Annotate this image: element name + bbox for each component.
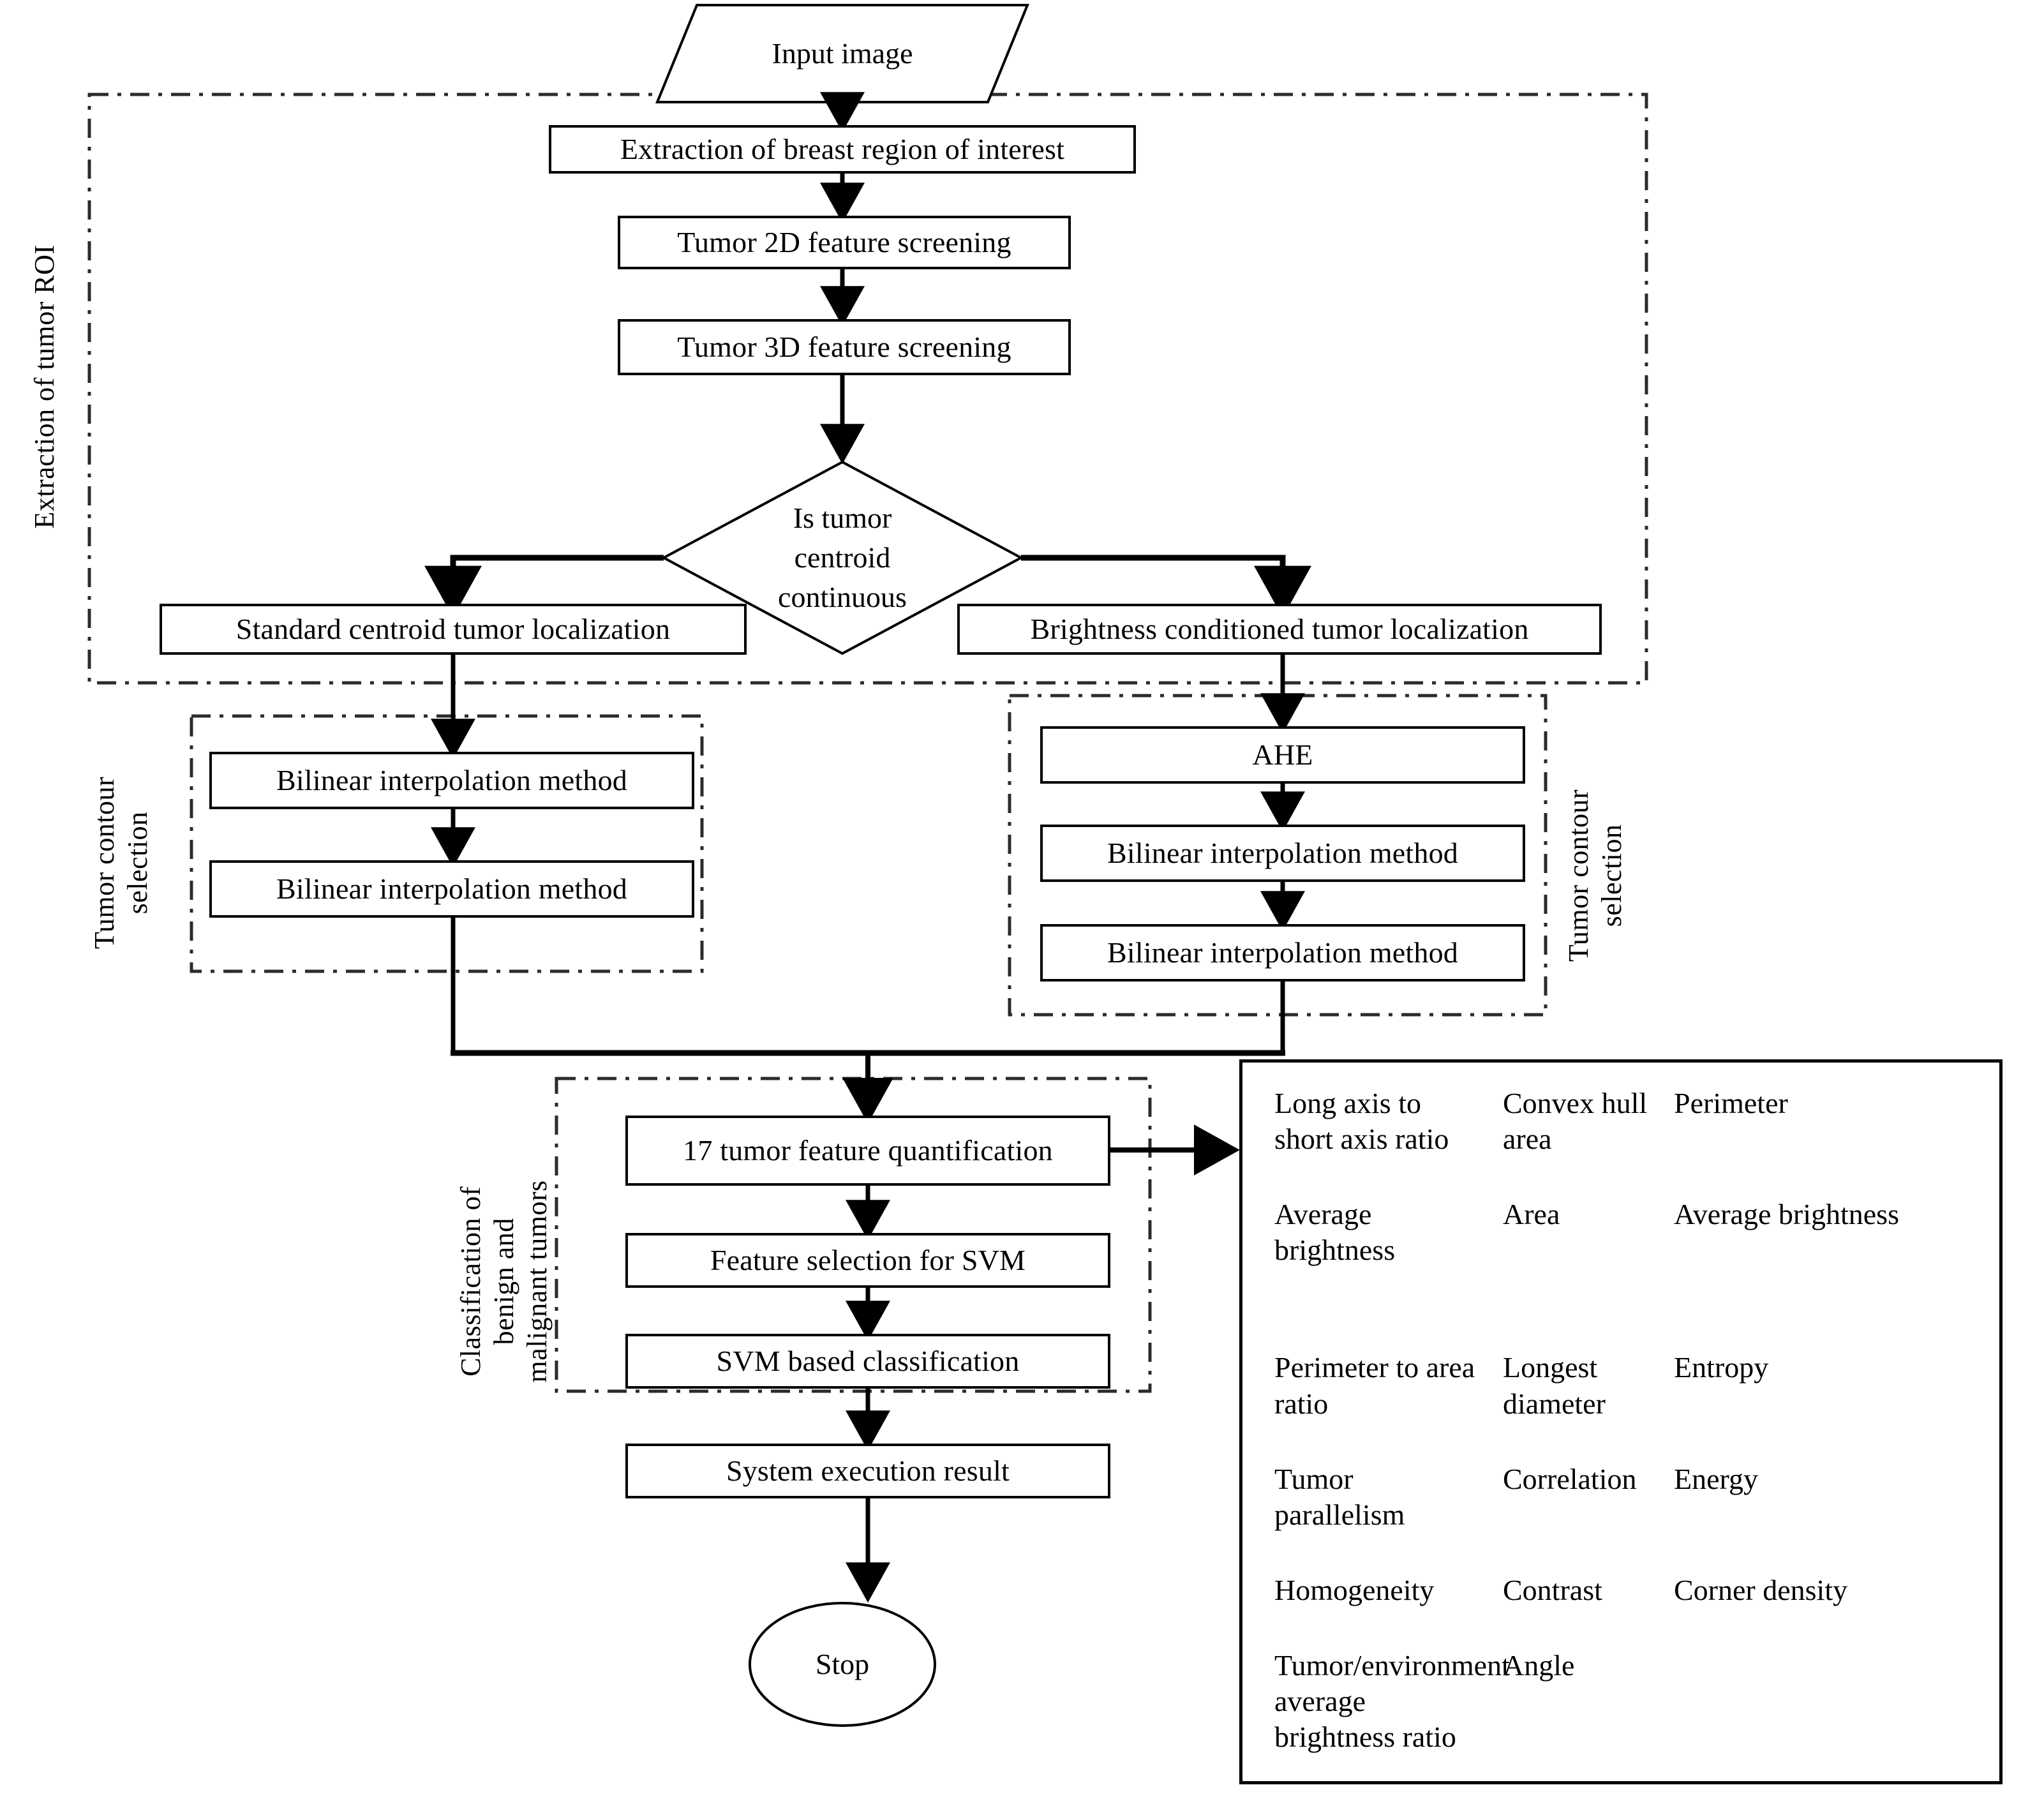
feature-cell: Longest diameter bbox=[1503, 1351, 1606, 1420]
feature-cell: Correlation bbox=[1503, 1462, 1637, 1495]
feature-cell: Energy bbox=[1674, 1462, 1759, 1495]
edge-decision-to-standard bbox=[424, 555, 664, 618]
feature-cell: Tumor parallelism bbox=[1274, 1462, 1405, 1531]
node-tumor-2d-feature-screening[interactable]: Tumor 2D feature screening bbox=[618, 216, 1071, 269]
node-svm-based-classification[interactable]: SVM based classification bbox=[625, 1334, 1110, 1389]
feature-cell: Entropy bbox=[1674, 1351, 1769, 1384]
node-brightness-conditioned-tumor-localization[interactable]: Brightness conditioned tumor localizatio… bbox=[957, 604, 1602, 655]
node-standard-centroid-tumor-localization[interactable]: Standard centroid tumor localization bbox=[160, 604, 747, 655]
feature-cell: Contrast bbox=[1503, 1573, 1602, 1606]
feature-cell: Tumor/environment average brightness rat… bbox=[1274, 1648, 1510, 1754]
group-label-tumor-contour-selection-right: Tumor contour selection bbox=[1563, 789, 1627, 962]
feature-cell: Perimeter bbox=[1674, 1087, 1788, 1119]
node-ahe[interactable]: AHE bbox=[1040, 726, 1525, 784]
feature-cell: Long axis to short axis ratio bbox=[1274, 1087, 1449, 1156]
node-bilinear-interpolation-method-left-1[interactable]: Bilinear interpolation method bbox=[209, 752, 694, 809]
feature-cell: Average brightness bbox=[1274, 1198, 1396, 1267]
input-image-label: Input image bbox=[772, 36, 913, 70]
feature-list-panel: Long axis to short axis ratio Convex hul… bbox=[1239, 1059, 2003, 1784]
node-bilinear-interpolation-method-right-1[interactable]: Bilinear interpolation method bbox=[1040, 825, 1525, 882]
group-frame-extraction-of-tumor-roi bbox=[87, 93, 1648, 685]
feature-cell: Average brightness bbox=[1674, 1198, 1899, 1231]
feature-cell: Area bbox=[1503, 1198, 1560, 1231]
feature-cell: Angle bbox=[1503, 1648, 1575, 1682]
node-17-tumor-feature-quantification[interactable]: 17 tumor feature quantification bbox=[625, 1116, 1110, 1186]
stop-ellipse-shape bbox=[749, 1602, 936, 1727]
group-label-classification-of-benign-and-malignant-tumors: Classification of benign and malignant t… bbox=[455, 1180, 553, 1383]
node-bilinear-interpolation-method-right-2[interactable]: Bilinear interpolation method bbox=[1040, 924, 1525, 982]
stop-label: Stop bbox=[815, 1647, 870, 1680]
feature-cell: Homogeneity bbox=[1274, 1573, 1435, 1606]
group-label-tumor-contour-selection-left: Tumor contour selection bbox=[89, 776, 153, 949]
decision-label: Is tumor centroid continuous bbox=[778, 501, 907, 614]
feature-cell: Convex hull area bbox=[1503, 1087, 1648, 1156]
node-tumor-3d-feature-screening[interactable]: Tumor 3D feature screening bbox=[618, 319, 1071, 375]
node-extraction-of-breast-roi[interactable]: Extraction of breast region of interest bbox=[549, 125, 1136, 174]
edge-decision-to-brightness bbox=[1021, 555, 1311, 618]
input-image-shape bbox=[655, 4, 1029, 103]
node-feature-selection-for-svm[interactable]: Feature selection for SVM bbox=[625, 1233, 1110, 1288]
node-bilinear-interpolation-method-left-2[interactable]: Bilinear interpolation method bbox=[209, 860, 694, 918]
group-label-extraction-of-tumor-roi: Extraction of tumor ROI bbox=[29, 244, 61, 529]
node-system-execution-result[interactable]: System execution result bbox=[625, 1444, 1110, 1498]
feature-cell: Perimeter to area ratio bbox=[1274, 1351, 1475, 1420]
feature-list-grid: Long axis to short axis ratio Convex hul… bbox=[1274, 1086, 1987, 1795]
feature-cell: Corner density bbox=[1674, 1573, 1848, 1606]
